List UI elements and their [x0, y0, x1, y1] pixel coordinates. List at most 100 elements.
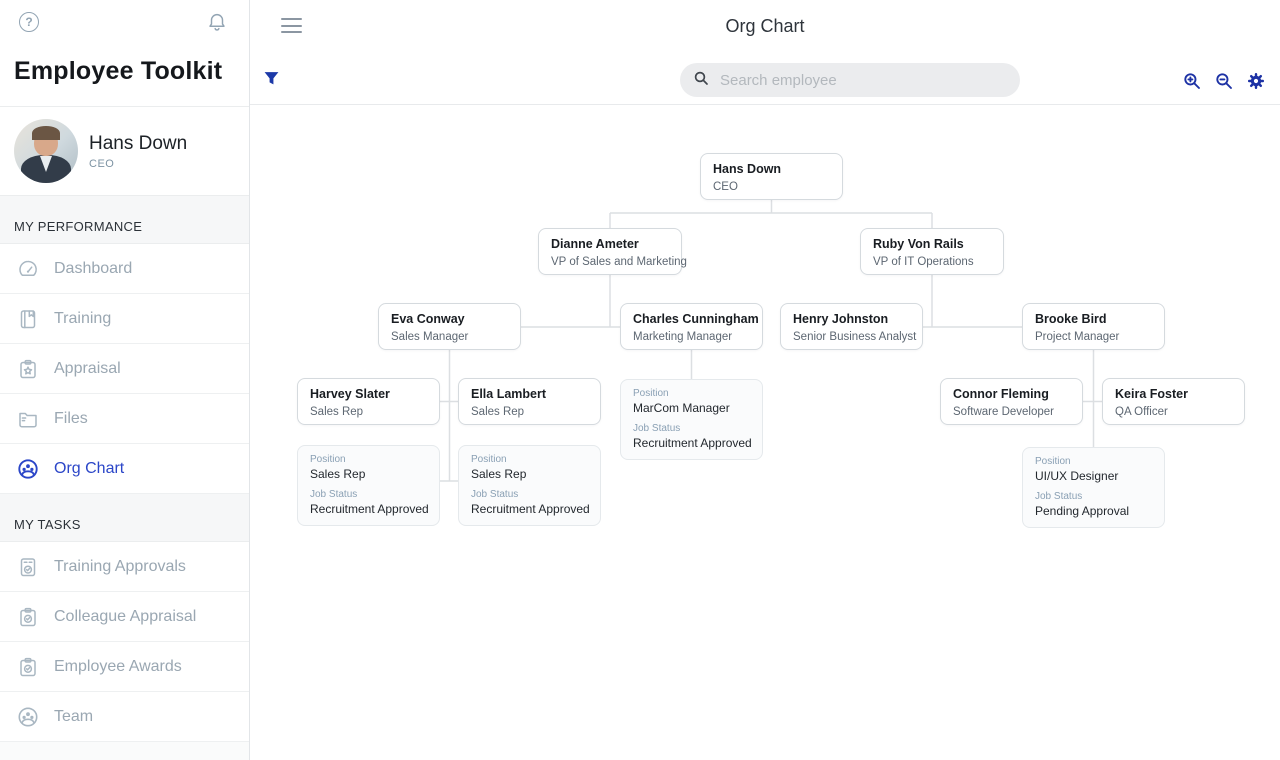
- employee-title: VP of IT Operations: [873, 256, 974, 268]
- org-chart-icon: [15, 456, 41, 482]
- org-node-keira-foster[interactable]: Keira Foster QA Officer: [1102, 378, 1245, 425]
- settings-gear-icon[interactable]: [1247, 72, 1265, 90]
- search-icon: [693, 70, 709, 91]
- employee-title: Project Manager: [1035, 331, 1120, 343]
- detail-position-value: MarCom Manager: [633, 401, 730, 415]
- employee-title: QA Officer: [1115, 406, 1168, 418]
- user-profile: Hans Down CEO: [0, 106, 249, 196]
- sidebar-item-label: Training: [54, 309, 112, 327]
- detail-position-label: Position: [471, 454, 507, 465]
- employee-name: Henry Johnston: [793, 312, 889, 326]
- detail-job-status-value: Recruitment Approved: [310, 502, 429, 516]
- sidebar: ? Employee Toolkit Hans Down CEO MY PERF…: [0, 0, 250, 760]
- employee-title: Senior Business Analyst: [793, 331, 917, 343]
- sidebar-item-colleague-appraisal[interactable]: Colleague Appraisal: [0, 592, 249, 642]
- detail-job-status-label: Job Status: [633, 423, 681, 434]
- sidebar-section-label: MY PERFORMANCE: [0, 196, 249, 244]
- detail-position-label: Position: [633, 388, 669, 399]
- employee-title: VP of Sales and Marketing: [551, 256, 687, 268]
- detail-position-value: UI/UX Designer: [1035, 469, 1119, 483]
- sidebar-section-label: MY TASKS: [0, 494, 249, 542]
- employee-name: Eva Conway: [391, 312, 465, 326]
- org-connectors: [440, 200, 1102, 482]
- detail-position-label: Position: [310, 454, 346, 465]
- toolbar-icons: [1183, 72, 1265, 90]
- filter-icon[interactable]: [263, 70, 280, 87]
- employee-name: Connor Fleming: [953, 387, 1049, 401]
- gauge-icon: [15, 256, 41, 282]
- org-node-ruby-von-rails[interactable]: Ruby Von Rails VP of IT Operations: [860, 228, 1004, 275]
- zoom-out-icon[interactable]: [1215, 72, 1233, 90]
- sidebar-item-label: Colleague Appraisal: [54, 607, 197, 625]
- sidebar-item-label: Org Chart: [54, 459, 125, 477]
- sidebar-item-label: Employee Awards: [54, 657, 182, 675]
- clipboard-check-icon: [15, 654, 41, 680]
- employee-name: Ella Lambert: [471, 387, 547, 401]
- sidebar-item-training-approvals[interactable]: Training Approvals: [0, 542, 249, 592]
- avatar: [14, 119, 78, 183]
- team-icon: [15, 704, 41, 730]
- sidebar-footer: [0, 742, 249, 760]
- sidebar-item-team[interactable]: Team: [0, 692, 249, 742]
- sidebar-item-label: Team: [54, 707, 94, 725]
- sidebar-item-training[interactable]: Training: [0, 294, 249, 344]
- employee-title: Marketing Manager: [633, 331, 733, 343]
- page-title: Org Chart: [725, 16, 805, 36]
- sidebar-item-appraisal[interactable]: Appraisal: [0, 344, 249, 394]
- bell-icon[interactable]: [206, 11, 228, 33]
- sidebar-item-org-chart[interactable]: Org Chart: [0, 444, 249, 494]
- folder-icon: [15, 406, 41, 432]
- app-title: Employee Toolkit: [14, 57, 223, 85]
- employee-title: CEO: [713, 181, 738, 193]
- clipboard-check-icon: [15, 604, 41, 630]
- profile-role: CEO: [89, 157, 115, 170]
- sidebar-item-dashboard[interactable]: Dashboard: [0, 244, 249, 294]
- clipboard-star-icon: [15, 356, 41, 382]
- sidebar-top-bar: ?: [0, 10, 249, 34]
- book-icon: [15, 306, 41, 332]
- detail-job-status-value: Recruitment Approved: [633, 436, 752, 450]
- detail-job-status-value: Recruitment Approved: [471, 502, 590, 516]
- detail-job-status-label: Job Status: [1035, 491, 1083, 502]
- org-node-dianne-ameter[interactable]: Dianne Ameter VP of Sales and Marketing: [538, 228, 687, 275]
- employee-title: Software Developer: [953, 406, 1054, 418]
- search-box: [680, 63, 1020, 97]
- sidebar-item-files[interactable]: Files: [0, 394, 249, 444]
- sidebar-item-employee-awards[interactable]: Employee Awards: [0, 642, 249, 692]
- employee-title: Sales Manager: [391, 331, 469, 343]
- employee-name: Dianne Ameter: [551, 237, 639, 251]
- employee-name: Ruby Von Rails: [873, 237, 964, 251]
- employee-title: Sales Rep: [471, 406, 525, 418]
- main-area: Org Chart: [250, 0, 1280, 760]
- detail-job-status-label: Job Status: [471, 489, 519, 500]
- search-input[interactable]: [718, 70, 1007, 90]
- profile-name: Hans Down: [89, 132, 188, 154]
- employee-name: Keira Foster: [1115, 387, 1188, 401]
- main-header: Org Chart: [250, 0, 1280, 52]
- employee-title: Sales Rep: [310, 406, 364, 418]
- hamburger-menu-icon[interactable]: [281, 18, 302, 35]
- employee-name: Hans Down: [713, 162, 782, 176]
- detail-position-value: Sales Rep: [471, 467, 527, 481]
- detail-job-status-value: Pending Approval: [1035, 504, 1130, 518]
- help-icon[interactable]: ?: [19, 12, 39, 32]
- sidebar-item-label: Appraisal: [54, 359, 121, 377]
- sidebar-item-label: Training Approvals: [54, 557, 186, 575]
- detail-position-value: Sales Rep: [310, 467, 366, 481]
- employee-name: Brooke Bird: [1035, 312, 1107, 326]
- zoom-in-icon[interactable]: [1183, 72, 1201, 90]
